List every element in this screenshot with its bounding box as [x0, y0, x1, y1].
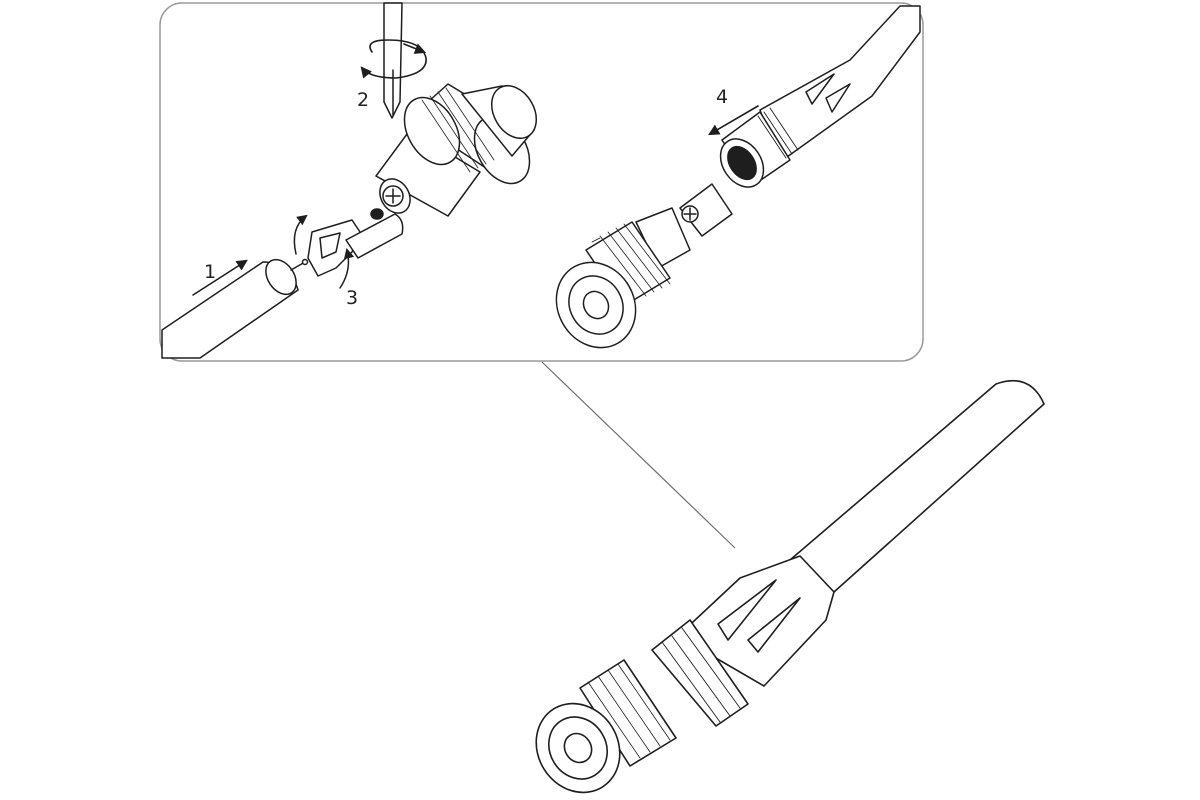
step-4-arrow [708, 105, 759, 136]
strain-relief-boot-icon [651, 555, 835, 727]
bnc-connector-icon [375, 83, 538, 217]
step-3-arrow-upper [293, 214, 308, 255]
leader-line [541, 361, 736, 549]
bnc-connector-icon [555, 183, 733, 349]
step-4-label: 4 [716, 86, 728, 108]
bnc-connector-icon [535, 659, 677, 794]
crimp-clip-icon [307, 208, 404, 277]
step-2-label: 2 [357, 89, 369, 111]
detail-panel [159, 2, 924, 362]
step-3-label: 3 [346, 287, 358, 309]
screwdriver-icon [383, 2, 403, 119]
step-1-label: 1 [204, 261, 216, 283]
step-2-rotation-arrow [360, 39, 427, 79]
step-3-arrow-lower [339, 247, 355, 289]
coaxial-cable-icon [161, 258, 309, 359]
step-2-arrow-head [403, 43, 427, 54]
coaxial-cable-icon [789, 380, 1045, 593]
assembled-bnc-cable [535, 380, 1045, 794]
strain-relief-boot-icon [719, 5, 921, 188]
step-1-arrow [192, 259, 248, 296]
